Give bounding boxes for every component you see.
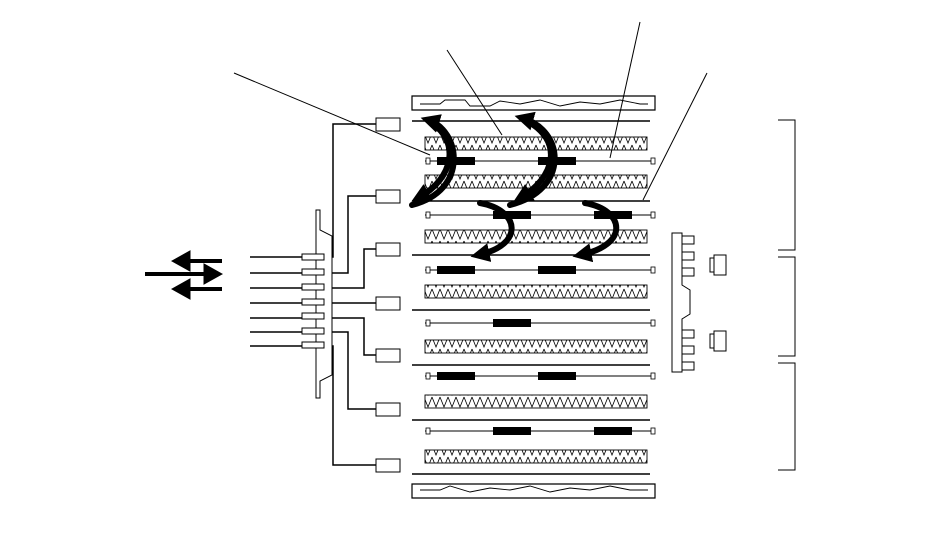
heat-flow-arrow — [470, 200, 515, 262]
callout-lines — [233, 21, 708, 201]
fin-layer — [424, 136, 648, 464]
arrow-left — [170, 250, 222, 272]
bidirectional-arrows — [145, 250, 224, 300]
bracket — [778, 256, 796, 357]
top-end-plate — [411, 95, 656, 111]
bracket — [778, 119, 796, 251]
side-clamp — [671, 232, 695, 373]
callout-line — [233, 72, 431, 156]
arrow-right — [145, 263, 224, 285]
callout-line — [446, 49, 503, 136]
arrow-left-lower — [170, 278, 222, 300]
callout-line — [642, 72, 708, 201]
heat-flow-arrow — [572, 200, 620, 263]
pin-upper — [709, 254, 727, 276]
heat-flow-arrow — [411, 119, 453, 202]
heat-flow-arrow — [513, 117, 554, 202]
callout-line — [609, 21, 641, 159]
sheets — [425, 157, 656, 435]
wires — [250, 123, 376, 466]
cooling-fins — [424, 136, 648, 464]
bottom-end-plate — [411, 483, 656, 499]
heat-flow-arrows — [409, 111, 620, 263]
connector-block — [301, 209, 333, 399]
pin-lower — [709, 330, 727, 352]
terminal-tabs — [375, 117, 401, 473]
pins — [709, 254, 727, 352]
right-brackets — [778, 119, 796, 471]
bracket — [778, 362, 796, 471]
